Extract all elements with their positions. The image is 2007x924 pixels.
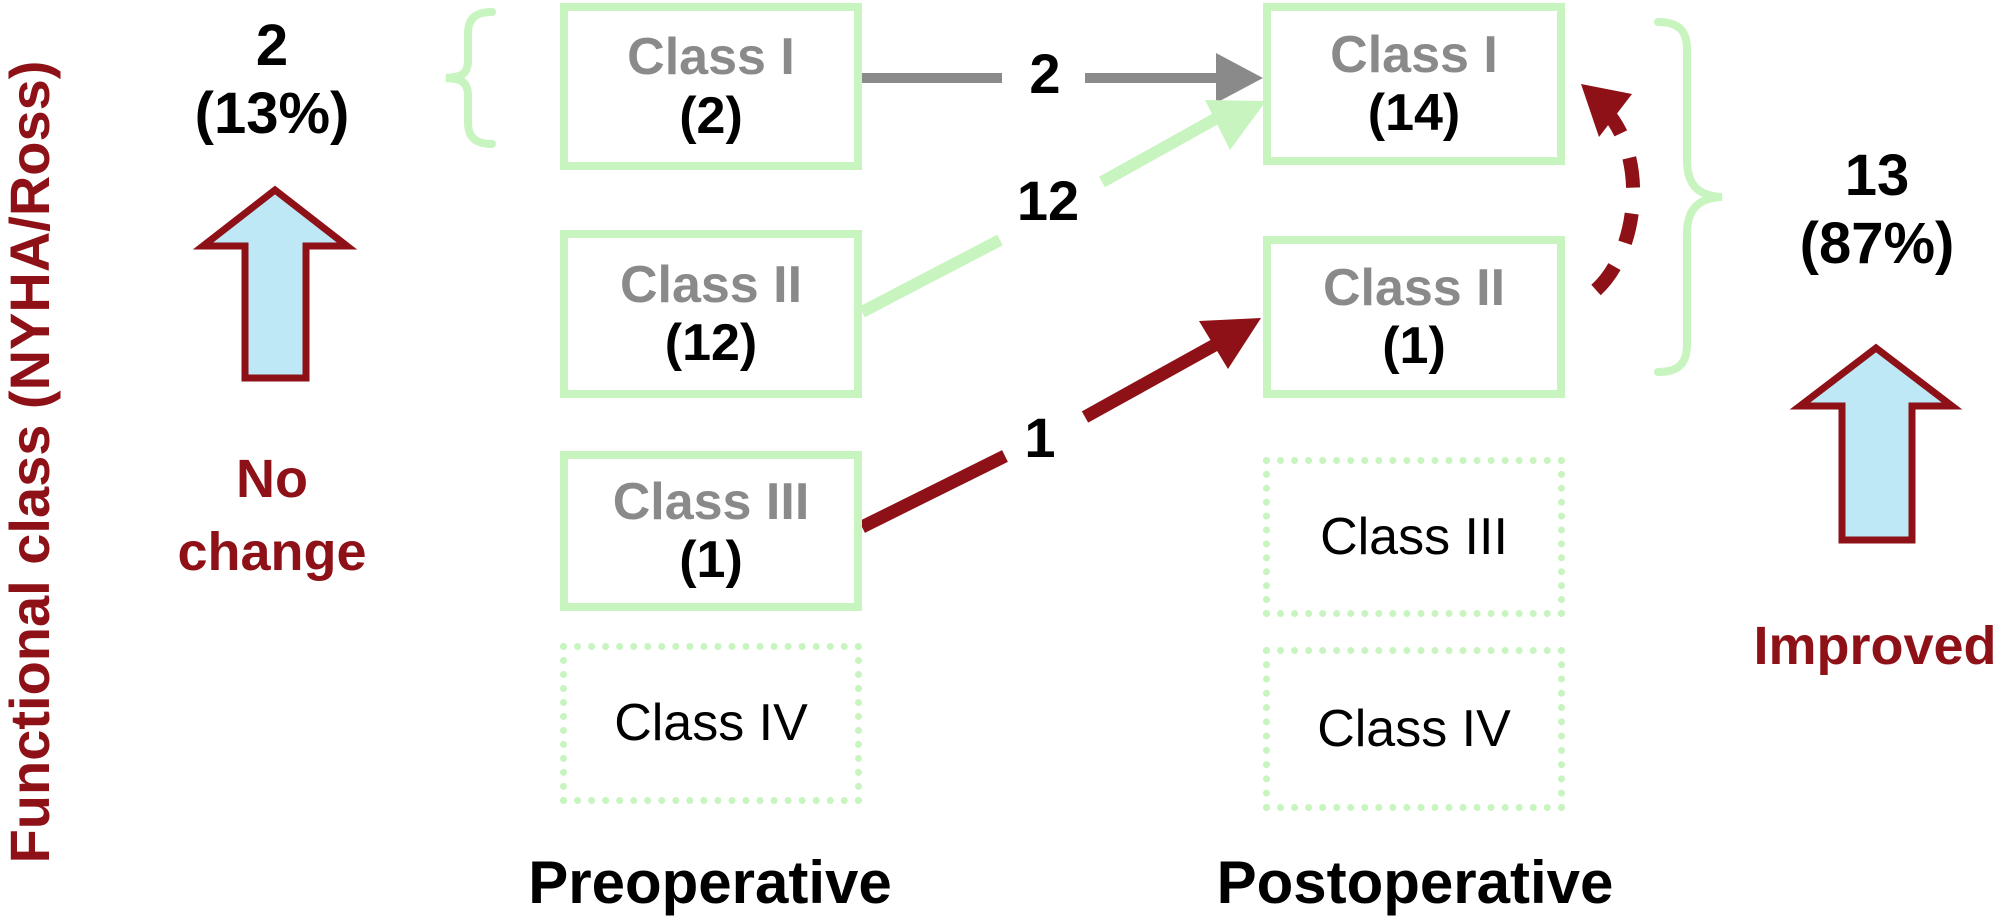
no-change-count-value: 2 [255, 13, 289, 78]
no-change-caption: No change [177, 449, 367, 582]
gray-transition-arrow [862, 53, 1263, 103]
box-post-class-1: Class I (14) [1263, 3, 1565, 165]
box-post-class-3: Class III [1263, 457, 1565, 617]
transition-label-12: 12 [1016, 169, 1080, 232]
improved-caption: Improved [1753, 616, 1997, 676]
improved-up-arrow [1789, 343, 1963, 544]
functional-class-axis-label: Functional class (NYHA/Ross) [0, 60, 61, 864]
box-pre-class-1: Class I (2) [560, 3, 862, 170]
no-change-percent: (13%) [194, 80, 350, 146]
postoperative-label: Postoperative [1216, 849, 1614, 916]
preoperative-label: Preoperative [528, 849, 892, 916]
improved-count-value: 13 [1844, 143, 1910, 208]
left-brace [445, 8, 496, 148]
improved-percent: (87%) [1799, 210, 1955, 276]
box-post-class-4: Class IV [1263, 647, 1565, 811]
box-pre-class-4: Class IV [560, 643, 862, 804]
dashed-improvement-arrow [1581, 84, 1641, 296]
maroon-transition-arrow [859, 318, 1261, 533]
no-change-up-arrow [192, 185, 358, 382]
green-transition-arrow [859, 100, 1266, 318]
transition-label-1b: 1 [1024, 406, 1056, 469]
transition-label-1: 2 [1029, 42, 1061, 105]
box-pre-class-2: Class II (12) [560, 230, 862, 398]
box-pre-class-3: Class III (1) [560, 451, 862, 611]
improved-count: 13 (87%) [1752, 142, 2002, 278]
box-post-class-2: Class II (1) [1263, 236, 1565, 398]
right-brace [1654, 18, 1723, 376]
no-change-count: 2 (13%) [147, 12, 397, 148]
